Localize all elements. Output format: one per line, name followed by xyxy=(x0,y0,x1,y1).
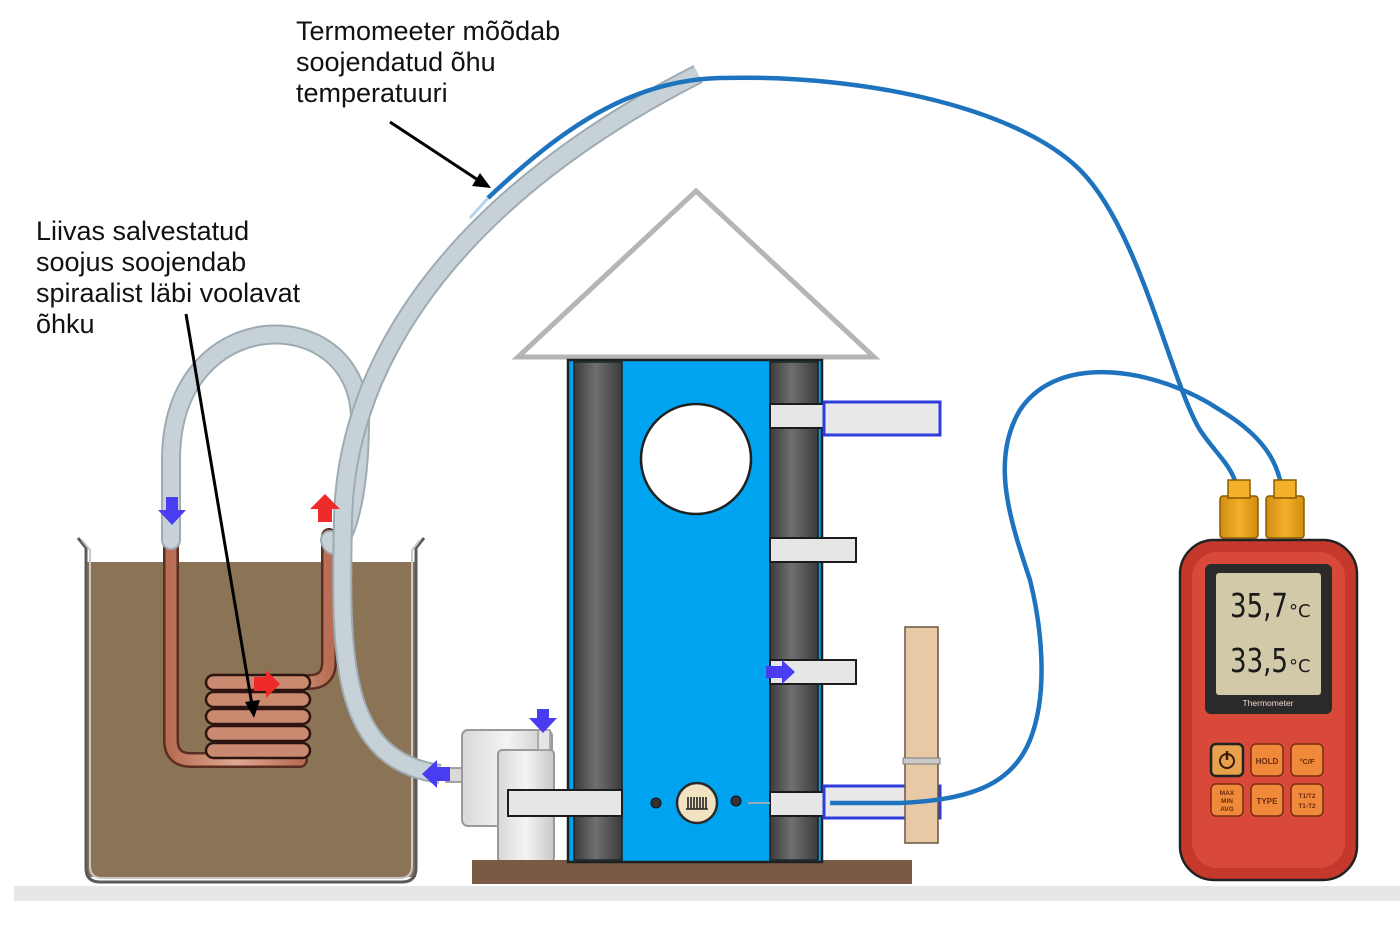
cold-arrow-inlet xyxy=(158,497,186,525)
hot-arrow-coil xyxy=(254,670,280,698)
cold-arrow-fan-outlet xyxy=(422,760,450,788)
sand-heat-annotation: Liivas salvestatud soojus soojendab spir… xyxy=(36,216,301,339)
hold-button[interactable]: HOLD xyxy=(1250,743,1284,777)
svg-text:T1-T2: T1-T2 xyxy=(1298,803,1316,810)
shelf-1-box xyxy=(822,400,942,437)
fan-intake-arrow xyxy=(529,709,557,733)
wooden-clamp xyxy=(902,626,941,844)
connector-left xyxy=(1219,495,1259,539)
tower-post-left xyxy=(573,361,623,861)
meter-screen xyxy=(1216,573,1321,695)
reading-t1: 35,7 xyxy=(1230,586,1288,625)
fan-unit xyxy=(445,709,557,863)
fan-intake xyxy=(537,729,551,751)
probe-cable-t2 xyxy=(830,369,1287,806)
svg-text:TYPE: TYPE xyxy=(1257,797,1279,806)
tower-dot-left xyxy=(650,797,662,809)
unit-toggle-button[interactable]: °C/F xyxy=(1290,743,1324,777)
type-button[interactable]: TYPE xyxy=(1250,783,1284,817)
svg-text:°C/F: °C/F xyxy=(1299,757,1314,766)
reading-t2: 33,5 xyxy=(1230,641,1288,680)
pointer-arrows xyxy=(184,120,491,718)
tower-window xyxy=(639,402,753,516)
air-tubing xyxy=(161,65,703,784)
power-button[interactable] xyxy=(1209,742,1245,778)
shelf-2 xyxy=(769,537,857,563)
copper-coil xyxy=(163,528,337,768)
svg-text:AVG: AVG xyxy=(1220,806,1234,813)
shelf-1 xyxy=(769,403,829,429)
channel-button[interactable]: T1/T2 T1-T2 xyxy=(1290,783,1324,817)
heater-coil-icon xyxy=(686,797,708,810)
svg-text:MAX: MAX xyxy=(1220,790,1235,797)
probe-tip-t1 xyxy=(468,196,490,220)
thermometer-annotation: Termomeeter mõõdab soojendatud õhu tempe… xyxy=(296,16,561,108)
svg-text:HOLD: HOLD xyxy=(1256,757,1279,766)
svg-text:MIN: MIN xyxy=(1221,798,1233,805)
coil-turns xyxy=(204,673,312,760)
reading-t1-unit: °C xyxy=(1289,601,1311,622)
tower-roof xyxy=(511,187,881,360)
tower-dot-right xyxy=(730,795,742,807)
tower-base-board xyxy=(472,860,912,884)
reading-t2-unit: °C xyxy=(1289,656,1311,677)
tower-post-right xyxy=(769,361,819,861)
container-wall xyxy=(76,537,426,884)
shelf-4 xyxy=(769,791,829,817)
max-min-avg-button[interactable]: MAX MIN AVG xyxy=(1210,783,1244,817)
digital-thermometer: 35,7 °C 33,5 °C Thermometer HOLD °C/F MA… xyxy=(1178,479,1359,882)
shelf-left xyxy=(507,789,623,817)
brand-label: Thermometer xyxy=(1242,698,1293,708)
heater-tower xyxy=(472,187,942,884)
floor-line xyxy=(14,886,1400,901)
connector-right xyxy=(1265,495,1305,539)
probe-cable-t1 xyxy=(486,75,1243,511)
svg-text:T1/T2: T1/T2 xyxy=(1299,793,1316,800)
shelf-3-arrow xyxy=(766,660,795,684)
hot-arrow-outlet xyxy=(310,494,340,522)
